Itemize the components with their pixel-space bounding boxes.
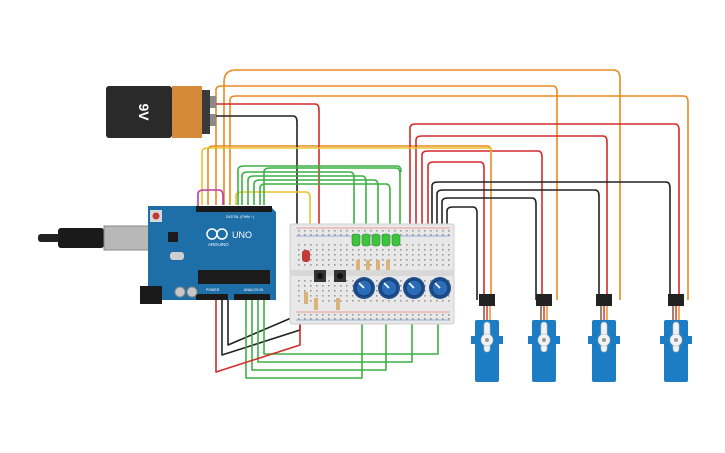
digital-label: DIGITAL (PWM ~) xyxy=(226,215,254,219)
green-led-2[interactable] xyxy=(361,233,371,247)
analog-header xyxy=(234,294,270,300)
wire-orange-servo-6[interactable] xyxy=(229,95,689,300)
usb-port xyxy=(103,225,157,251)
wire-black-servo-3[interactable] xyxy=(436,189,600,300)
power-label: POWER xyxy=(206,288,220,292)
push-button-2[interactable] xyxy=(334,270,346,282)
uno-label: UNO xyxy=(232,230,252,240)
servo-row xyxy=(471,294,692,382)
wire-green-led-4[interactable] xyxy=(259,183,391,232)
green-led-row xyxy=(351,233,401,247)
reset-button[interactable] xyxy=(152,212,160,220)
servo-3[interactable] xyxy=(588,294,620,382)
wires xyxy=(197,69,689,379)
wire-red-battery[interactable] xyxy=(212,103,320,232)
wire-black-battery[interactable] xyxy=(212,115,298,232)
battery-9v[interactable]: 9V xyxy=(106,86,216,138)
wire-green-pot-2[interactable] xyxy=(251,300,387,371)
wire-black-servo-1[interactable] xyxy=(446,206,478,300)
resistors xyxy=(304,260,390,310)
wire-magenta[interactable] xyxy=(197,189,224,210)
arduino-logo xyxy=(206,228,228,240)
arduino-uno-board[interactable]: UNO ARDUINO DIGITAL (PWM ~) POWER ANALOG… xyxy=(38,206,276,304)
green-led-1[interactable] xyxy=(351,233,361,247)
green-led-3[interactable] xyxy=(371,233,381,247)
battery-label: 9V xyxy=(136,103,152,121)
wire-green-led-5[interactable] xyxy=(263,167,401,232)
wire-black-servo-2[interactable] xyxy=(441,197,537,300)
potentiometer-row xyxy=(353,277,451,299)
potentiometer-1[interactable] xyxy=(353,277,375,299)
servo-4[interactable] xyxy=(660,294,692,382)
wire-green-pot-3[interactable] xyxy=(257,300,413,363)
push-button-1[interactable] xyxy=(314,270,326,282)
potentiometer-3[interactable] xyxy=(403,277,425,299)
capacitor-2 xyxy=(186,286,198,298)
wire-yellow-1[interactable] xyxy=(235,191,311,232)
wire-yellow-2[interactable] xyxy=(201,147,492,205)
atmega-chip xyxy=(198,270,270,284)
red-led[interactable] xyxy=(302,250,310,262)
servo-2[interactable] xyxy=(528,294,560,382)
wire-red-servo-4[interactable] xyxy=(409,123,680,300)
wire-green-top-1[interactable] xyxy=(237,165,402,205)
arduino-brand-label: ARDUINO xyxy=(208,242,229,247)
green-led-5[interactable] xyxy=(391,233,401,247)
wire-red-arduino-5v[interactable] xyxy=(215,300,301,373)
wire-green-pot-4[interactable] xyxy=(263,300,439,355)
potentiometer-2[interactable] xyxy=(378,277,400,299)
analog-label: ANALOG IN xyxy=(244,288,264,292)
usb-cable xyxy=(38,234,60,242)
wire-green-pot-1[interactable] xyxy=(245,300,363,379)
digital-header xyxy=(196,206,272,212)
wire-red-servo-2[interactable] xyxy=(421,150,543,300)
wire-black-arduino-gnd[interactable] xyxy=(221,300,301,356)
wire-black-arduino-gnd-2[interactable] xyxy=(227,300,311,346)
wire-red-servo-1[interactable] xyxy=(427,161,485,300)
wire-orange-servo-3[interactable] xyxy=(215,85,558,300)
potentiometer-4[interactable] xyxy=(429,277,451,299)
wire-red-servo-3[interactable] xyxy=(415,135,608,300)
wire-orange-servo-4[interactable] xyxy=(223,69,621,300)
power-header xyxy=(196,294,228,300)
power-jack xyxy=(140,286,162,304)
green-led-4[interactable] xyxy=(381,233,391,247)
servo-1[interactable] xyxy=(471,294,503,382)
capacitor-1 xyxy=(174,286,186,298)
wire-black-servo-4[interactable] xyxy=(431,181,671,300)
